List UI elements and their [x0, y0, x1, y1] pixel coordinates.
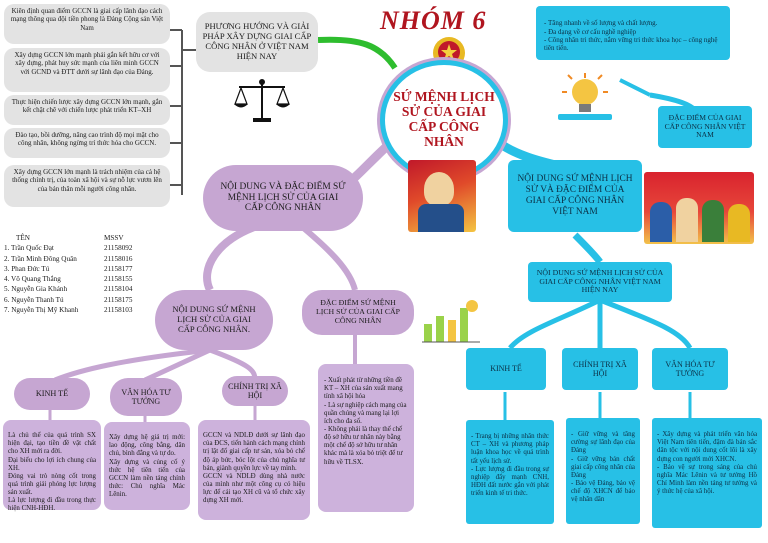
purple-features-node: ĐẶC ĐIỂM SỨ MỆNH LỊCH SỬ CỦA GIAI CẤP CÔ…	[302, 290, 414, 335]
lightbulb-icon	[558, 73, 612, 120]
scales-icon	[234, 79, 290, 122]
poster-image-left	[408, 160, 476, 232]
purple-kinh-te-text: KINH TẾ	[35, 389, 69, 399]
cyan-features-text: ĐẶC ĐIỂM CỦA GIAI CẤP CÔNG NHÂN VIỆT NAM	[664, 112, 746, 140]
purple-kinh-te-detail-text: Là chủ thể của quá trình SX hiện đại, tạ…	[8, 432, 96, 513]
cyan-chinh-tri-detail: - Giữ vững và tăng cường sự lãnh đạo của…	[566, 418, 640, 524]
purple-content-text: NỘI DUNG SỨ MỆNH LỊCH SỬ CỦA GIAI CẤP CÔ…	[172, 304, 256, 334]
member-name: 3. Phan Đức Tú	[4, 264, 50, 273]
purple-chinh-tri-node: CHÍNH TRỊ XÃ HỘI	[222, 376, 288, 406]
cyan-features-detail: - Tăng nhanh về số lượng và chất lượng. …	[536, 6, 730, 60]
member-id: 21158155	[104, 275, 133, 284]
purple-van-hoa-node: VĂN HÓA TƯ TƯỞNG	[110, 378, 182, 416]
members-list: TÊN MSSV 1. Trần Quốc Đạt 21158092 2. Trầ…	[4, 234, 164, 316]
note-3-text: Thực hiện chiến lược xây dựng GCCN lớn m…	[11, 98, 163, 115]
cyan-chinh-tri-node: CHÍNH TRỊ XÃ HỘI	[562, 348, 638, 390]
cyan-van-hoa-text: VĂN HÓA TƯ TƯỞNG	[665, 359, 715, 378]
note-2: Xây dựng GCCN lớn mạnh phải gắn kết hữu …	[4, 48, 170, 92]
member-name: 4. Võ Quang Thắng	[4, 275, 61, 284]
note-1-text: Kiên định quan điểm GCCN là giai cấp lãn…	[10, 7, 164, 32]
purple-main-node: NỘI DUNG VÀ ĐẶC ĐIỂM SỨ MỆNH LỊCH SỬ CỦA…	[203, 165, 363, 231]
cyan-van-hoa-detail-text: - Xây dựng và phát triển văn hóa Việt Na…	[657, 431, 757, 496]
purple-van-hoa-detail-text: Xây dựng hệ giá trị mới: lao động, công …	[109, 434, 185, 499]
purple-chinh-tri-detail: GCCN và NDLĐ dưới sự lãnh đạo của ĐCS, t…	[198, 420, 310, 520]
purple-kinh-te-node: KINH TẾ	[14, 378, 90, 410]
member-row: 3. Phan Đức Tú 21158177	[4, 265, 164, 275]
center-title: SỨ MỆNH LỊCH SỬ CỦA GIAI CẤP CÔNG NHÂN	[393, 89, 495, 149]
note-5: Xây dựng GCCN lớn mạnh là trách nhiệm củ…	[4, 165, 170, 207]
purple-features-text: ĐẶC ĐIỂM SỨ MỆNH LỊCH SỬ CỦA GIAI CẤP CÔ…	[315, 298, 401, 325]
cyan-content-node: NỘI DUNG SỨ MỆNH LỊCH SỬ CỦA GIAI CẤP CÔ…	[528, 262, 672, 302]
center-node: SỨ MỆNH LỊCH SỬ CỦA GIAI CẤP CÔNG NHÂN	[380, 60, 508, 180]
member-name: 1. Trần Quốc Đạt	[4, 244, 54, 253]
cyan-kinh-te-node: KINH TẾ	[466, 348, 546, 390]
member-id: 21158177	[104, 264, 133, 273]
member-row: 1. Trần Quốc Đạt 21158092	[4, 244, 164, 254]
member-id: 21158104	[104, 285, 133, 294]
member-id: 21158016	[104, 254, 133, 263]
members-header-name: TÊN	[16, 234, 30, 242]
member-id: 21158175	[104, 295, 133, 304]
member-id: 21158103	[104, 306, 133, 315]
cyan-van-hoa-detail: - Xây dựng và phát triển văn hóa Việt Na…	[652, 418, 762, 528]
member-name: 6. Nguyễn Thanh Tú	[4, 295, 64, 304]
purple-van-hoa-text: VĂN HÓA TƯ TƯỞNG	[121, 387, 171, 406]
members-header-id: MSSV	[104, 234, 124, 242]
purple-chinh-tri-detail-text: GCCN và NDLĐ dưới sự lãnh đạo của ĐCS, t…	[203, 432, 305, 505]
note-4: Đào tạo, bồi dưỡng, nâng cao trình độ mọ…	[4, 128, 170, 158]
cyan-features-node: ĐẶC ĐIỂM CỦA GIAI CẤP CÔNG NHÂN VIỆT NAM	[658, 106, 752, 148]
member-name: 2. Trần Minh Đông Quân	[4, 254, 77, 263]
member-name: 5. Nguyễn Gia Khánh	[4, 285, 68, 294]
member-row: 2. Trần Minh Đông Quân 21158016	[4, 255, 164, 265]
member-id: 21158092	[104, 244, 133, 253]
growth-chart-icon	[422, 300, 480, 343]
note-4-text: Đào tạo, bồi dưỡng, nâng cao trình độ mọ…	[15, 131, 159, 148]
cyan-kinh-te-detail: - Trang bị những nhân thức CT – XH và ph…	[466, 420, 554, 524]
cyan-main-node: NỘI DUNG SỨ MỆNH LỊCH SỬ VÀ ĐẶC ĐIỂM CỦA…	[508, 160, 642, 232]
direction-box: PHƯƠNG HƯỚNG VÀ GIẢI PHÁP XÂY DỰNG GIAI …	[196, 12, 318, 72]
note-3: Thực hiện chiến lược xây dựng GCCN lớn m…	[4, 95, 170, 125]
cyan-kinh-te-detail-text: - Trang bị những nhân thức CT – XH và ph…	[471, 433, 549, 498]
purple-features-detail: - Xuất phát từ những tiền đề KT – XH của…	[318, 364, 414, 512]
purple-van-hoa-detail: Xây dựng hệ giá trị mới: lao động, công …	[104, 422, 190, 510]
member-row: 5. Nguyễn Gia Khánh 21158104	[4, 285, 164, 295]
purple-content-node: NỘI DUNG SỨ MỆNH LỊCH SỬ CỦA GIAI CẤP CÔ…	[155, 290, 273, 350]
cyan-kinh-te-text: KINH TẾ	[490, 364, 522, 374]
note-5-text: Xây dựng GCCN lớn mạnh là trách nhiệm củ…	[12, 168, 162, 193]
cyan-van-hoa-node: VĂN HÓA TƯ TƯỞNG	[652, 348, 728, 390]
poster-image-right	[644, 172, 754, 244]
member-row: 6. Nguyễn Thanh Tú 21158175	[4, 296, 164, 306]
note-1: Kiên định quan điểm GCCN là giai cấp lãn…	[4, 4, 170, 44]
cyan-chinh-tri-text: CHÍNH TRỊ XÃ HỘI	[573, 359, 627, 378]
cyan-features-detail-text: - Tăng nhanh về số lượng và chất lượng. …	[544, 19, 718, 52]
purple-features-detail-text: - Xuất phát từ những tiền đề KT – XH của…	[324, 377, 407, 466]
direction-box-text: PHƯƠNG HƯỚNG VÀ GIẢI PHÁP XÂY DỰNG GIAI …	[202, 21, 312, 61]
purple-chinh-tri-text: CHÍNH TRỊ XÃ HỘI	[228, 381, 282, 400]
purple-main-text: NỘI DUNG VÀ ĐẶC ĐIỂM SỨ MỆNH LỊCH SỬ CỦA…	[220, 181, 346, 214]
member-name: 7. Nguyễn Thị Mỹ Khanh	[4, 306, 79, 315]
cyan-chinh-tri-detail-text: - Giữ vững và tăng cường sự lãnh đạo của…	[571, 431, 635, 504]
member-row: 7. Nguyễn Thị Mỹ Khanh 21158103	[4, 306, 164, 316]
member-row: 4. Võ Quang Thắng 21158155	[4, 275, 164, 285]
members-header: TÊN MSSV	[4, 234, 164, 244]
note-2-text: Xây dựng GCCN lớn mạnh phải gắn kết hữu …	[14, 51, 160, 76]
group-title: NHÓM 6	[380, 6, 487, 35]
cyan-content-text: NỘI DUNG SỨ MỆNH LỊCH SỬ CỦA GIAI CẤP CÔ…	[536, 267, 664, 295]
cyan-main-text: NỘI DUNG SỨ MỆNH LỊCH SỬ VÀ ĐẶC ĐIỂM CỦA…	[517, 174, 633, 217]
purple-kinh-te-detail: Là chủ thể của quá trình SX hiện đại, tạ…	[3, 420, 101, 513]
